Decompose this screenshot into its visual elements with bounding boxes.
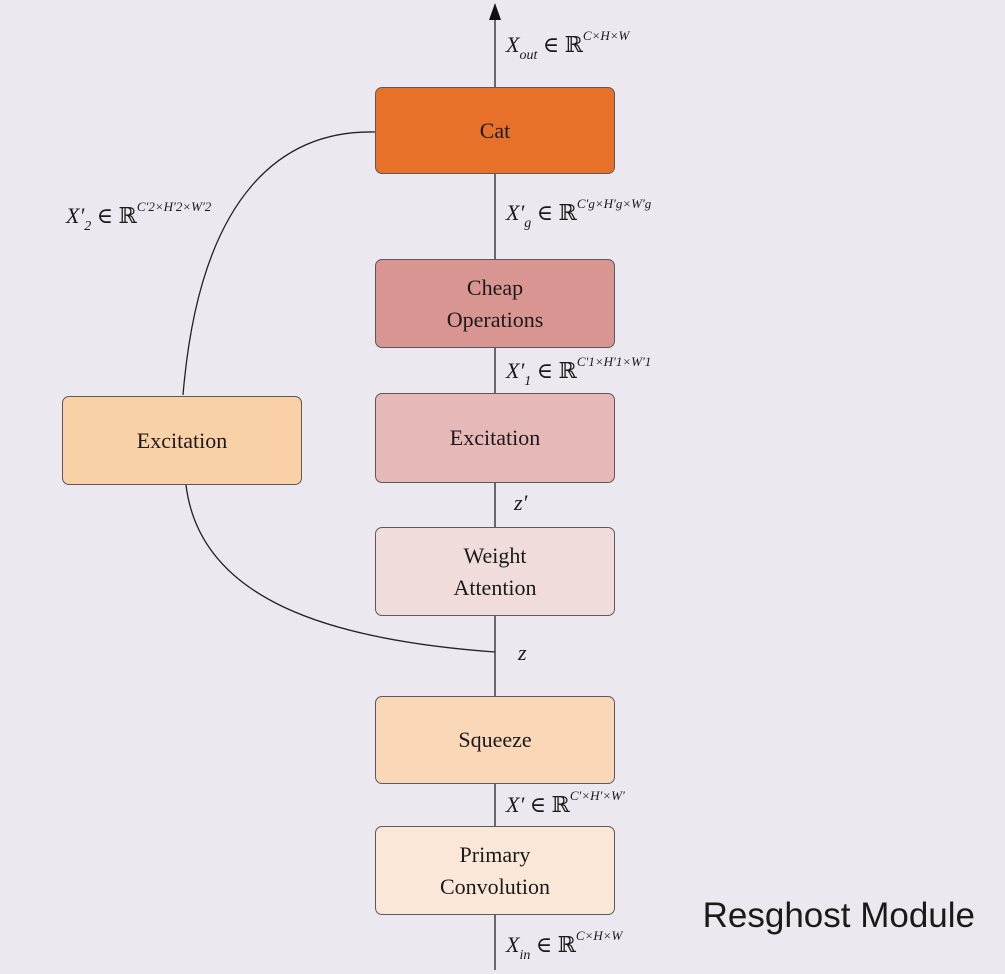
primary-convolution-label: Primary Convolution [439, 841, 550, 899]
module-title: Resghost Module [702, 896, 975, 935]
skip-curve-bottom [185, 484, 496, 653]
cat-label: Cat [479, 117, 511, 143]
x-g-label: X′g ∈ ℝC′g×H′g×W′g [506, 196, 652, 231]
weight-attention-box: Weight Attention [375, 527, 615, 616]
x-prime-label: X′ ∈ ℝC′×H′×W′ [506, 788, 625, 817]
excitation-side-box: Excitation [62, 396, 302, 485]
weight-attention-label: Weight Attention [453, 542, 537, 600]
excitation-main-box: Excitation [375, 393, 615, 483]
x-1-label: X′1 ∈ ℝC′1×H′1×W′1 [506, 354, 652, 389]
z-label: z [518, 640, 527, 665]
squeeze-label: Squeeze [458, 727, 532, 752]
x-2-label: X′2 ∈ ℝC′2×H′2×W′2 [66, 199, 212, 234]
x-out-label: Xout ∈ ℝC×H×W [506, 28, 630, 63]
primary-convolution-box: Primary Convolution [375, 826, 615, 915]
cheap-operations-label: Cheap Operations [446, 274, 544, 332]
output-arrow-icon [489, 3, 501, 20]
excitation-side-label: Excitation [136, 427, 228, 453]
excitation-main-label: Excitation [449, 425, 541, 450]
x-in-label: Xin ∈ ℝC×H×W [506, 928, 623, 963]
z-prime-label: z′ [514, 490, 528, 515]
cheap-operations-box: Cheap Operations [375, 259, 615, 348]
cat-box: Cat [375, 87, 615, 174]
skip-curve-top [182, 131, 376, 396]
squeeze-box: Squeeze [375, 696, 615, 784]
